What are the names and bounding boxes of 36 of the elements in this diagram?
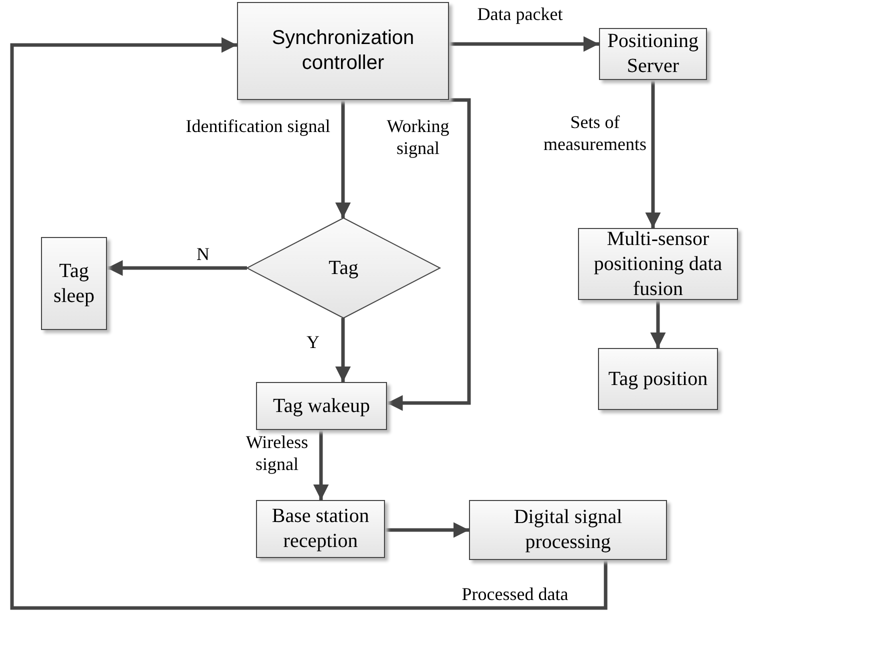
edge-label: Working signal [386, 116, 450, 160]
node-text: Tag position [608, 366, 708, 392]
edge-label: Identification signal [184, 116, 332, 138]
arrow [385, 522, 469, 538]
node-text: Tag wakeup [273, 394, 370, 418]
decision-diamond [247, 218, 440, 318]
arrow [313, 430, 329, 500]
node-text: Positioning Server [606, 29, 700, 79]
arrow [387, 98, 471, 411]
node-text: Digital signal processing [512, 505, 624, 555]
edge-label: Y [306, 332, 320, 354]
arrow [645, 80, 661, 228]
node-text: Tag [328, 256, 358, 280]
process-box [41, 237, 107, 330]
edge-label: Wireless signal [244, 432, 310, 476]
node-text: Tag sleep [52, 258, 96, 308]
process-box [237, 2, 449, 100]
process-box [256, 382, 387, 430]
arrow [107, 260, 247, 276]
process-box [469, 500, 667, 560]
edge-label: Data packet [476, 4, 564, 26]
edge-label: Sets of measurements [542, 112, 648, 156]
node-text: Multi-sensor positioning data fusion [592, 226, 724, 302]
arrow [10, 37, 608, 610]
process-box [256, 500, 385, 558]
arrow [650, 300, 666, 348]
node-text: Base station reception [270, 504, 370, 554]
arrow [335, 100, 351, 218]
process-box [598, 348, 718, 410]
edge-label: Processed data [460, 584, 570, 606]
node-text: Synchronization controller [270, 26, 416, 76]
process-box [599, 28, 707, 80]
process-box [578, 228, 738, 300]
edge-label: N [196, 244, 210, 266]
arrow [449, 36, 599, 52]
arrow [335, 318, 351, 382]
